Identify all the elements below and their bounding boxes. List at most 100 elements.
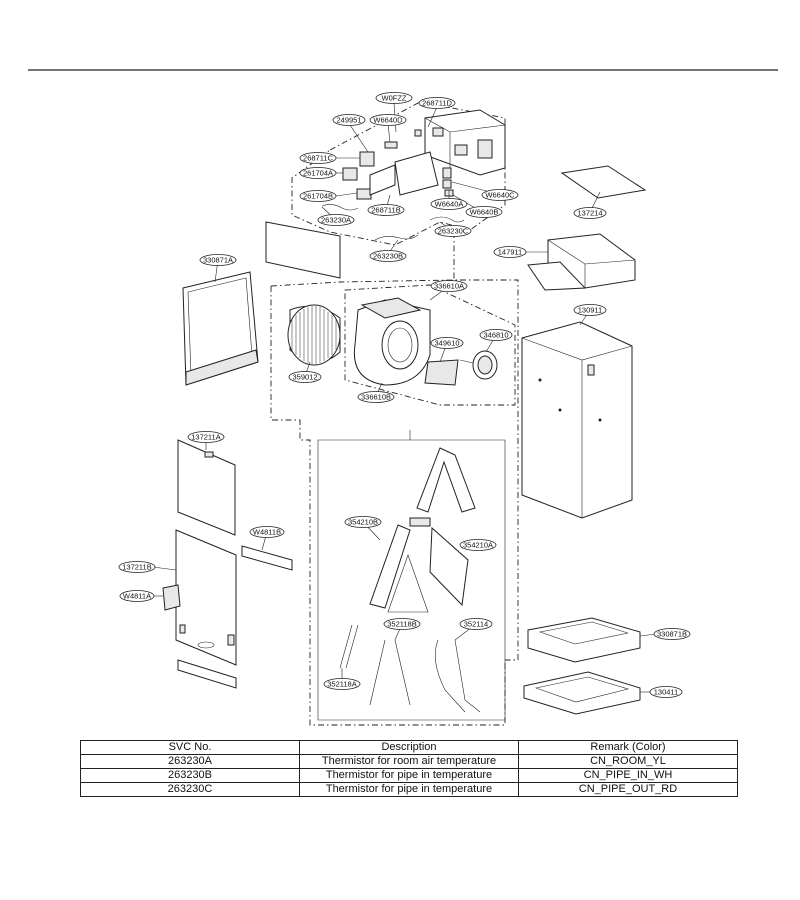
upper-front-panel-part <box>177 439 236 536</box>
part-label: 268711B <box>367 204 405 216</box>
base-frame-part <box>523 671 641 715</box>
part-label: W0FZZ <box>375 92 413 104</box>
part-label: 268711D <box>418 97 456 109</box>
column-header: SVC No. <box>80 740 300 755</box>
top-cover-part <box>560 165 647 199</box>
svg-text:268711B: 268711B <box>371 206 400 215</box>
part-label: 263230A <box>317 214 355 226</box>
part-label: 147911 <box>493 246 527 258</box>
svg-text:336610B: 336610B <box>361 393 391 402</box>
column-header: Description <box>299 740 519 755</box>
part-label: 137211B <box>118 561 156 573</box>
svg-text:261704A: 261704A <box>303 169 333 178</box>
part-label: 346810 <box>479 329 513 341</box>
svg-text:346810: 346810 <box>483 331 508 340</box>
svg-text:330871A: 330871A <box>203 256 233 265</box>
part-label: 354210B <box>344 516 382 528</box>
front-panel-part <box>265 221 341 279</box>
svg-text:354210A: 354210A <box>463 541 493 550</box>
svg-text:352114: 352114 <box>464 620 488 629</box>
svg-text:137214: 137214 <box>577 209 602 218</box>
part-label: 137211A <box>187 431 225 443</box>
part-label: 268711C <box>299 152 337 164</box>
svg-text:352118B: 352118B <box>387 620 416 629</box>
part-label: W6640C <box>481 189 519 201</box>
table-cell: CN_ROOM_YL <box>518 754 738 769</box>
svg-text:W4811A: W4811A <box>123 592 151 601</box>
part-label: W6640B <box>465 206 503 218</box>
table-header-row: SVC No. Description Remark (Color) <box>80 740 738 755</box>
svg-text:263230C: 263230C <box>438 227 469 236</box>
a-coil-part <box>369 447 476 613</box>
assembly-boundaries <box>270 101 519 726</box>
svc-table: SVC No. Description Remark (Color) 26323… <box>80 740 738 797</box>
part-label: 354210A <box>459 539 497 551</box>
svg-text:137211B: 137211B <box>122 563 151 572</box>
part-label: 137214 <box>573 207 607 219</box>
part-label: 263230C <box>434 225 472 237</box>
table-row: 263230B Thermistor for pipe in temperatu… <box>80 768 738 783</box>
svg-text:268711C: 268711C <box>303 154 333 163</box>
svg-text:330871B: 330871B <box>657 630 687 639</box>
bottom-strip-part <box>177 659 237 689</box>
control-box-part <box>424 109 506 176</box>
table-cell: Thermistor for room air temperature <box>299 754 519 769</box>
svg-text:130411: 130411 <box>654 688 678 697</box>
svg-text:130911: 130911 <box>578 306 602 315</box>
strip-b-part <box>241 545 293 571</box>
svg-text:359012: 359012 <box>292 373 317 382</box>
part-label: W4811B <box>249 526 285 538</box>
motor-bracket-part <box>424 359 459 386</box>
svg-text:249951: 249951 <box>336 116 361 125</box>
table-cell: 263230A <box>80 754 300 769</box>
lower-front-panel-part <box>175 529 237 666</box>
part-label: W6640D <box>369 114 407 126</box>
strip-a-part <box>162 584 181 611</box>
table-row: 263230C Thermistor for pipe in temperatu… <box>80 782 738 797</box>
part-label: 336610A <box>430 280 468 292</box>
svg-text:263230A: 263230A <box>321 216 351 225</box>
svg-text:147911: 147911 <box>498 248 522 257</box>
svg-text:W6640B: W6640B <box>470 208 499 217</box>
filter-frame-part <box>182 271 259 386</box>
part-label: 330871A <box>199 254 237 266</box>
svg-text:268711D: 268711D <box>422 99 452 108</box>
drain-pan-part <box>527 617 641 663</box>
upper-cabinet-part <box>527 233 636 291</box>
svg-text:352118A: 352118A <box>327 680 356 689</box>
svg-text:W6640D: W6640D <box>373 116 403 125</box>
part-label: 359012 <box>288 371 322 383</box>
part-label: 263230B <box>369 250 407 262</box>
svg-text:349610: 349610 <box>434 339 459 348</box>
svg-text:W4811B: W4811B <box>253 528 281 537</box>
svg-text:137211A: 137211A <box>191 433 220 442</box>
svg-text:W0FZZ: W0FZZ <box>382 94 407 103</box>
blower-housing-part <box>353 297 431 386</box>
table-cell: CN_PIPE_IN_WH <box>518 768 738 783</box>
svg-text:W6640A: W6640A <box>435 200 464 209</box>
part-label: 249951 <box>332 114 366 126</box>
part-label: 336610B <box>357 391 395 403</box>
svg-text:263230B: 263230B <box>373 252 403 261</box>
part-label: 261704B <box>299 190 337 202</box>
part-label: W6640A <box>430 198 468 210</box>
table-cell: CN_PIPE_OUT_RD <box>518 782 738 797</box>
part-label: 330871B <box>653 628 691 640</box>
part-label: 352118B <box>383 618 421 630</box>
svg-text:W6640C: W6640C <box>485 191 515 200</box>
svg-text:336610A: 336610A <box>434 282 464 291</box>
svg-text:354210B: 354210B <box>348 518 378 527</box>
part-label: 349610 <box>430 337 464 349</box>
fan-wheel-part <box>287 304 341 366</box>
part-labels: W0FZZ 268711D 249951 W6640D 268711C 2617… <box>118 92 691 698</box>
table-cell: Thermistor for pipe in temperature <box>299 768 519 783</box>
part-label: W4811A <box>119 590 155 602</box>
coil-pipes <box>339 624 481 713</box>
part-label: 130911 <box>573 304 607 316</box>
control-components <box>321 129 465 241</box>
table-cell: 263230C <box>80 782 300 797</box>
part-label: 130411 <box>649 686 683 698</box>
table-row: 263230A Thermistor for room air temperat… <box>80 754 738 769</box>
table-cell: 263230B <box>80 768 300 783</box>
